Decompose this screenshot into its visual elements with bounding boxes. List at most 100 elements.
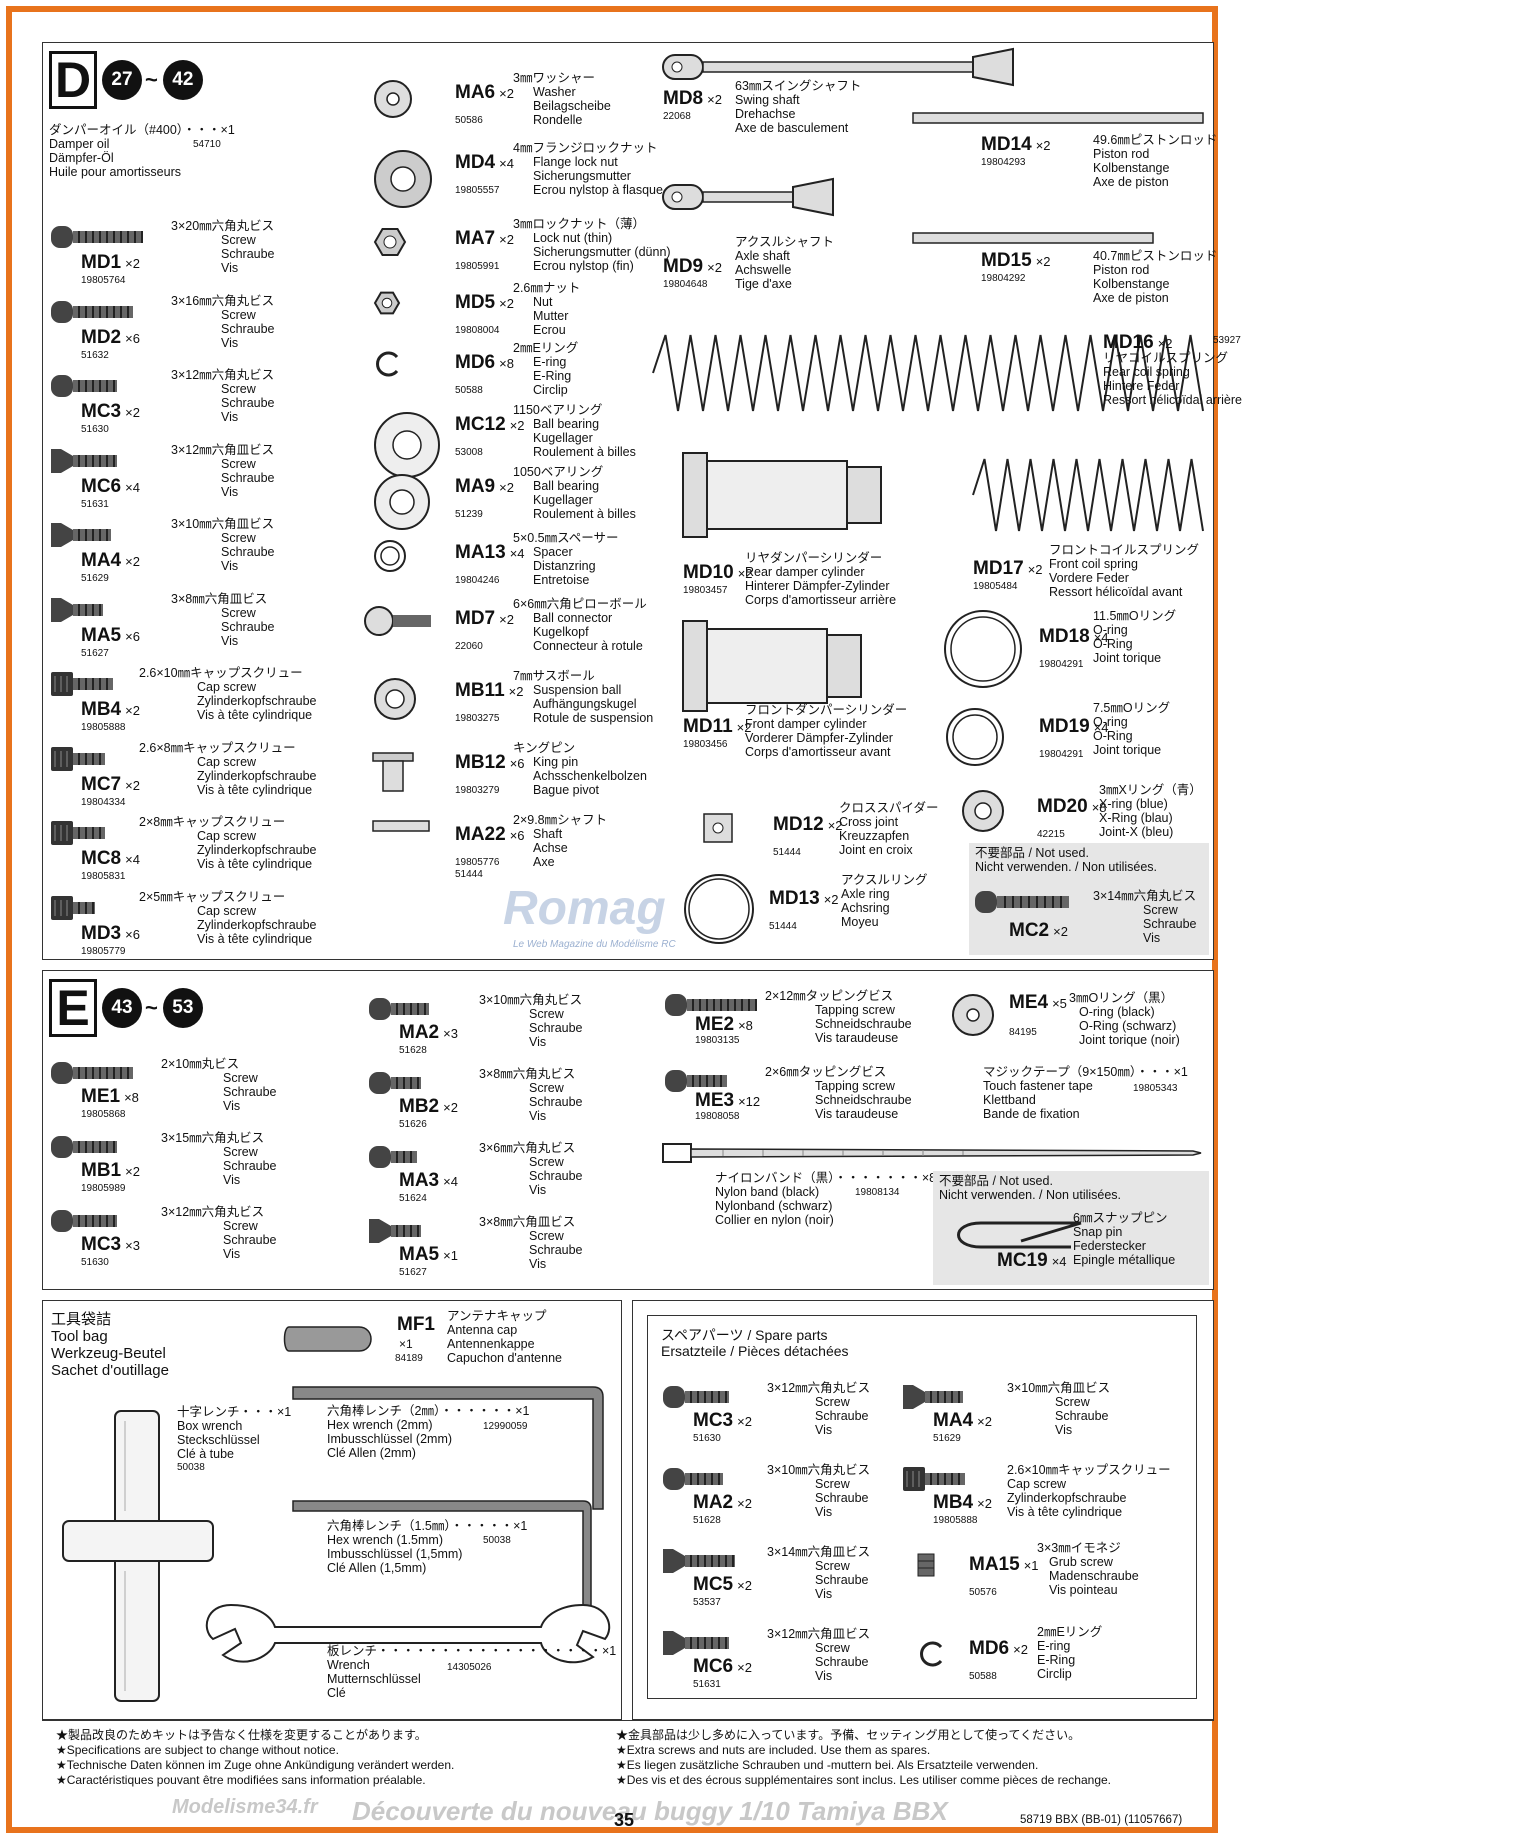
step-from-badge: 43 [102,988,142,1028]
hex-wrench-2mm-label: 六角棒レンチ（2㎜）・・・・・・×1 Hex wrench (2mm) Imbu… [327,1404,530,1460]
part-number: 51630 [81,424,109,435]
part-number: 22060 [455,641,483,652]
part-number: 19808004 [455,325,500,336]
part-code: MA5×6 [81,624,140,646]
part-code: MD8×2 [663,88,722,109]
part-code: MD10×2 [683,562,753,583]
section-d-header: D 27 ~ 42 [49,51,203,109]
part-number: 51627 [399,1267,427,1278]
antenna-cap-desc: アンテナキャップ Antenna cap Antennenkappe Capuc… [447,1309,562,1365]
part-number: 19803279 [455,785,500,796]
damper-oil-label: ダンパーオイル（#400）・・・×1 Damper oil Dämpfer-Öl… [49,123,235,179]
flat-wrench-icon [205,1603,611,1664]
part-code: MD18×4 [1039,626,1109,647]
part-number: 19803135 [695,1035,740,1046]
part-number: 19805557 [455,185,500,196]
part-code: ME3×12 [695,1090,761,1111]
part-number: 19804292 [981,273,1026,284]
part-code: MA4×2 [933,1410,992,1431]
not-used-panel [933,1171,1209,1285]
part-code: MA6×2 [455,82,514,103]
part-number: 19803275 [455,713,500,724]
step-from-badge: 27 [102,60,142,100]
part-code: MA2×3 [399,1022,458,1043]
part-number: 19805989 [81,1183,126,1194]
hex-wrench-15mm-icon [292,1500,592,1614]
page-number: 35 [614,1810,635,1830]
part-description: 3㎜Xリング（青）X-ring (blue)X-Ring (blau)Joint… [1099,783,1202,839]
part-number: 19805868 [81,1109,126,1120]
part-code: MB12×6 [455,752,525,773]
part-number: 50576 [969,1587,997,1598]
part-code: MD14×2 [981,134,1051,155]
not-used-part-desc: 3×14㎜六角丸ビス Screw Schraube Vis [1093,889,1197,945]
part-code: MC6×2 [693,1656,752,1677]
nylon-band-icon [662,1143,1202,1163]
part-number-alt: 51444 [455,869,483,880]
part-number: 53537 [693,1597,721,1608]
not-used-label: 不要部品 / Not used. Nicht verwenden. / Non … [939,1174,1122,1202]
part-code: MD9×2 [663,256,722,277]
part-number: 19804291 [1039,749,1084,760]
part-number: 51444 [773,847,801,858]
antenna-cap-code: MF1 [397,1314,435,1335]
spare-parts-section: スペアパーツ / Spare parts Ersatzteile / Pièce… [632,1300,1214,1720]
part-code: MC5×2 [693,1574,752,1595]
part-number: 51629 [81,573,109,584]
touch-tape-label: マジックテープ（9×150㎜）・・・×1 Touch fastener tape… [983,1065,1188,1121]
part-number: 53008 [455,447,483,458]
part-number: 51444 [769,921,797,932]
part-code: MA5×1 [399,1244,458,1265]
part-code: MC3×2 [693,1410,752,1431]
not-used-part-code: MC2×2 [1009,920,1068,941]
part-code: MA9×2 [455,476,514,497]
part-number: 19805831 [81,871,126,882]
part-code: ME1×8 [81,1086,139,1107]
part-description: 3㎜ロックナット（薄）Lock nut (thin)Sicherungsmutt… [513,217,671,273]
part-code: MD17×2 [973,558,1043,579]
watermark-bottom-text: Découverte du nouveau buggy 1/10 Tamiya … [352,1796,948,1826]
flat-wrench-part-number: 14305026 [447,1662,492,1673]
step-to-badge: 53 [162,988,203,1028]
part-code: MD12×2 [773,814,843,835]
part-description: 3㎜Oリング（黒）O-ring (black)O-Ring (schwarz)J… [1069,991,1180,1047]
part-code: MD6×2 [969,1638,1028,1659]
part-number: 19805888 [81,722,126,733]
damper-oil-part-number: 54710 [193,139,221,150]
part-code: MD4×4 [455,152,514,173]
part-code: MD7×2 [455,608,514,629]
part-number: 51631 [81,498,109,510]
